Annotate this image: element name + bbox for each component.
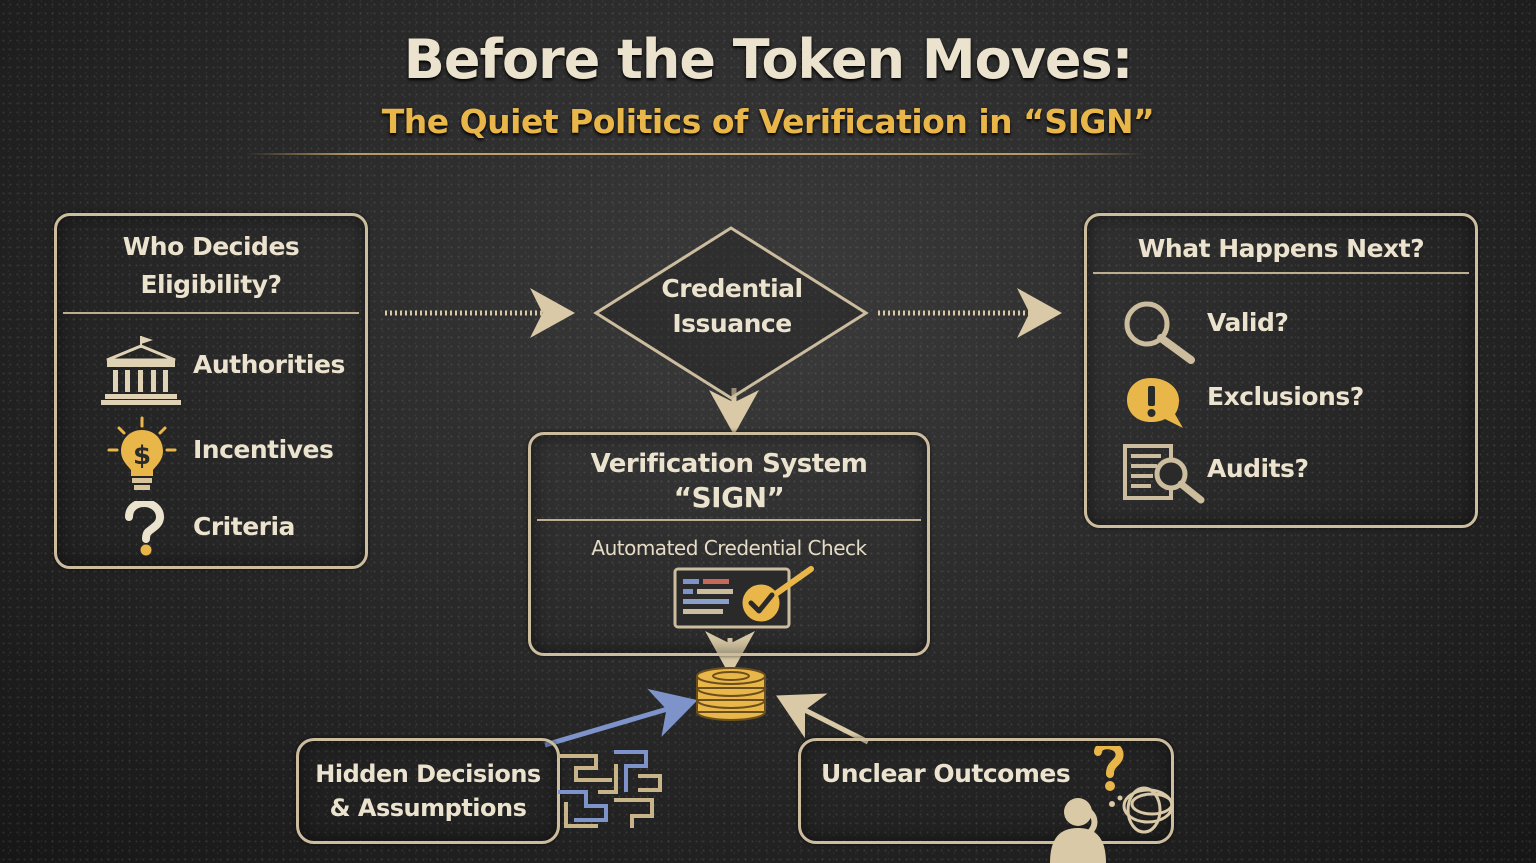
automated-check-caption: Automated Credential Check (531, 529, 927, 567)
hidden-decisions-box: Hidden Decisions & Assumptions (296, 738, 560, 844)
audits-label: Audits? (1207, 454, 1308, 483)
panel-divider (63, 312, 359, 314)
valid-label: Valid? (1207, 308, 1288, 337)
document-magnifier-icon (1121, 442, 1211, 504)
coin-stack-icon (693, 666, 769, 722)
incentives-label: Incentives (193, 435, 333, 464)
svg-text:$: $ (133, 441, 151, 471)
authorities-label: Authorities (193, 350, 345, 379)
question-mark-icon (121, 501, 167, 557)
verification-system-panel: Verification System “SIGN” Automated Cre… (528, 432, 930, 656)
maze-icon (556, 746, 666, 830)
hidden-decisions-line1: Hidden Decisions (299, 755, 557, 793)
who-decides-panel: Who Decides Eligibility? Authorities $ (54, 213, 368, 569)
exclusions-label: Exclusions? (1207, 382, 1364, 411)
government-building-icon (101, 334, 183, 406)
who-decides-title-line1: Who Decides (57, 228, 365, 266)
arrow-hidden-to-token (545, 703, 688, 745)
criteria-label: Criteria (193, 512, 295, 541)
confused-person-icon (1030, 746, 1180, 863)
credential-issuance-line2: Issuance (621, 309, 843, 338)
panel-divider (1093, 272, 1469, 274)
system-divider (537, 519, 921, 521)
exclamation-bubble-icon (1121, 374, 1191, 434)
who-decides-title-line2: Eligibility? (57, 266, 365, 304)
credential-issuance-line1: Credential (621, 274, 843, 303)
credential-check-icon (671, 565, 821, 635)
hidden-decisions-line2: & Assumptions (299, 789, 557, 827)
what-happens-next-title: What Happens Next? (1087, 230, 1475, 268)
verification-system-title: Verification System (531, 445, 927, 483)
arrow-unclear-to-token (785, 700, 868, 742)
magnifier-icon (1121, 300, 1201, 366)
what-happens-next-panel: What Happens Next? Valid? Exclusions? Au… (1084, 213, 1478, 528)
dollar-lightbulb-icon: $ (107, 416, 177, 496)
verification-system-sign: “SIGN” (531, 479, 927, 517)
